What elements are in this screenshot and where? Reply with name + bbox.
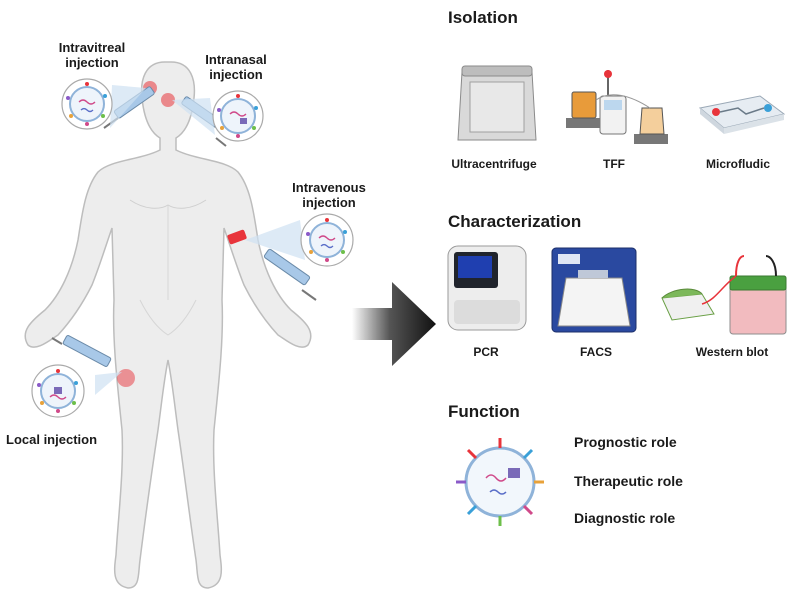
zoom-cone: [172, 98, 215, 135]
intravenous-label: Intravenous injection: [292, 180, 366, 210]
exosome-icon: [61, 78, 113, 130]
intravitreal-label: Intravitreal injection: [58, 40, 126, 70]
exosome-icon: [31, 364, 85, 418]
local-site: [117, 369, 135, 387]
intravenous-tourniquet: [227, 229, 247, 245]
intranasal-site: [161, 93, 175, 107]
intranasal-label: Intranasal injection: [205, 52, 267, 82]
characterization-item: Western blot: [695, 345, 769, 359]
zoom-cone: [245, 220, 305, 260]
isolation-heading: Isolation: [448, 8, 518, 27]
function-role: Diagnostic role: [574, 510, 676, 526]
ultracentrifuge-icon: [457, 65, 537, 141]
tff-icon: [566, 70, 668, 144]
isolation-item: Ultracentrifuge: [451, 157, 537, 171]
characterization-item: PCR: [473, 345, 499, 359]
exosome-icon: [212, 90, 264, 142]
zoom-cone: [95, 372, 122, 395]
isolation-item: Microfludic: [705, 157, 770, 171]
local-injection-label: Local injection: [6, 432, 98, 447]
exosome-function-icon: [456, 438, 544, 526]
western-blot-icon: [661, 255, 787, 335]
syringe-icon: [51, 335, 112, 367]
pcr-machine-icon: [447, 245, 527, 331]
isolation-item: TFF: [603, 157, 625, 171]
function-heading: Function: [448, 402, 520, 421]
zoom-cone: [110, 85, 146, 128]
function-role: Therapeutic role: [574, 473, 683, 489]
exosome-icon: [300, 213, 354, 267]
human-body-figure: [24, 61, 312, 589]
characterization-item: FACS: [579, 345, 612, 359]
arrow-right-icon: [352, 282, 436, 366]
syringe-icon: [263, 248, 317, 301]
microfluidic-chip-icon: [698, 95, 786, 134]
facs-machine-icon: [551, 247, 637, 333]
characterization-heading: Characterization: [448, 212, 582, 231]
function-role: Prognostic role: [574, 434, 677, 450]
